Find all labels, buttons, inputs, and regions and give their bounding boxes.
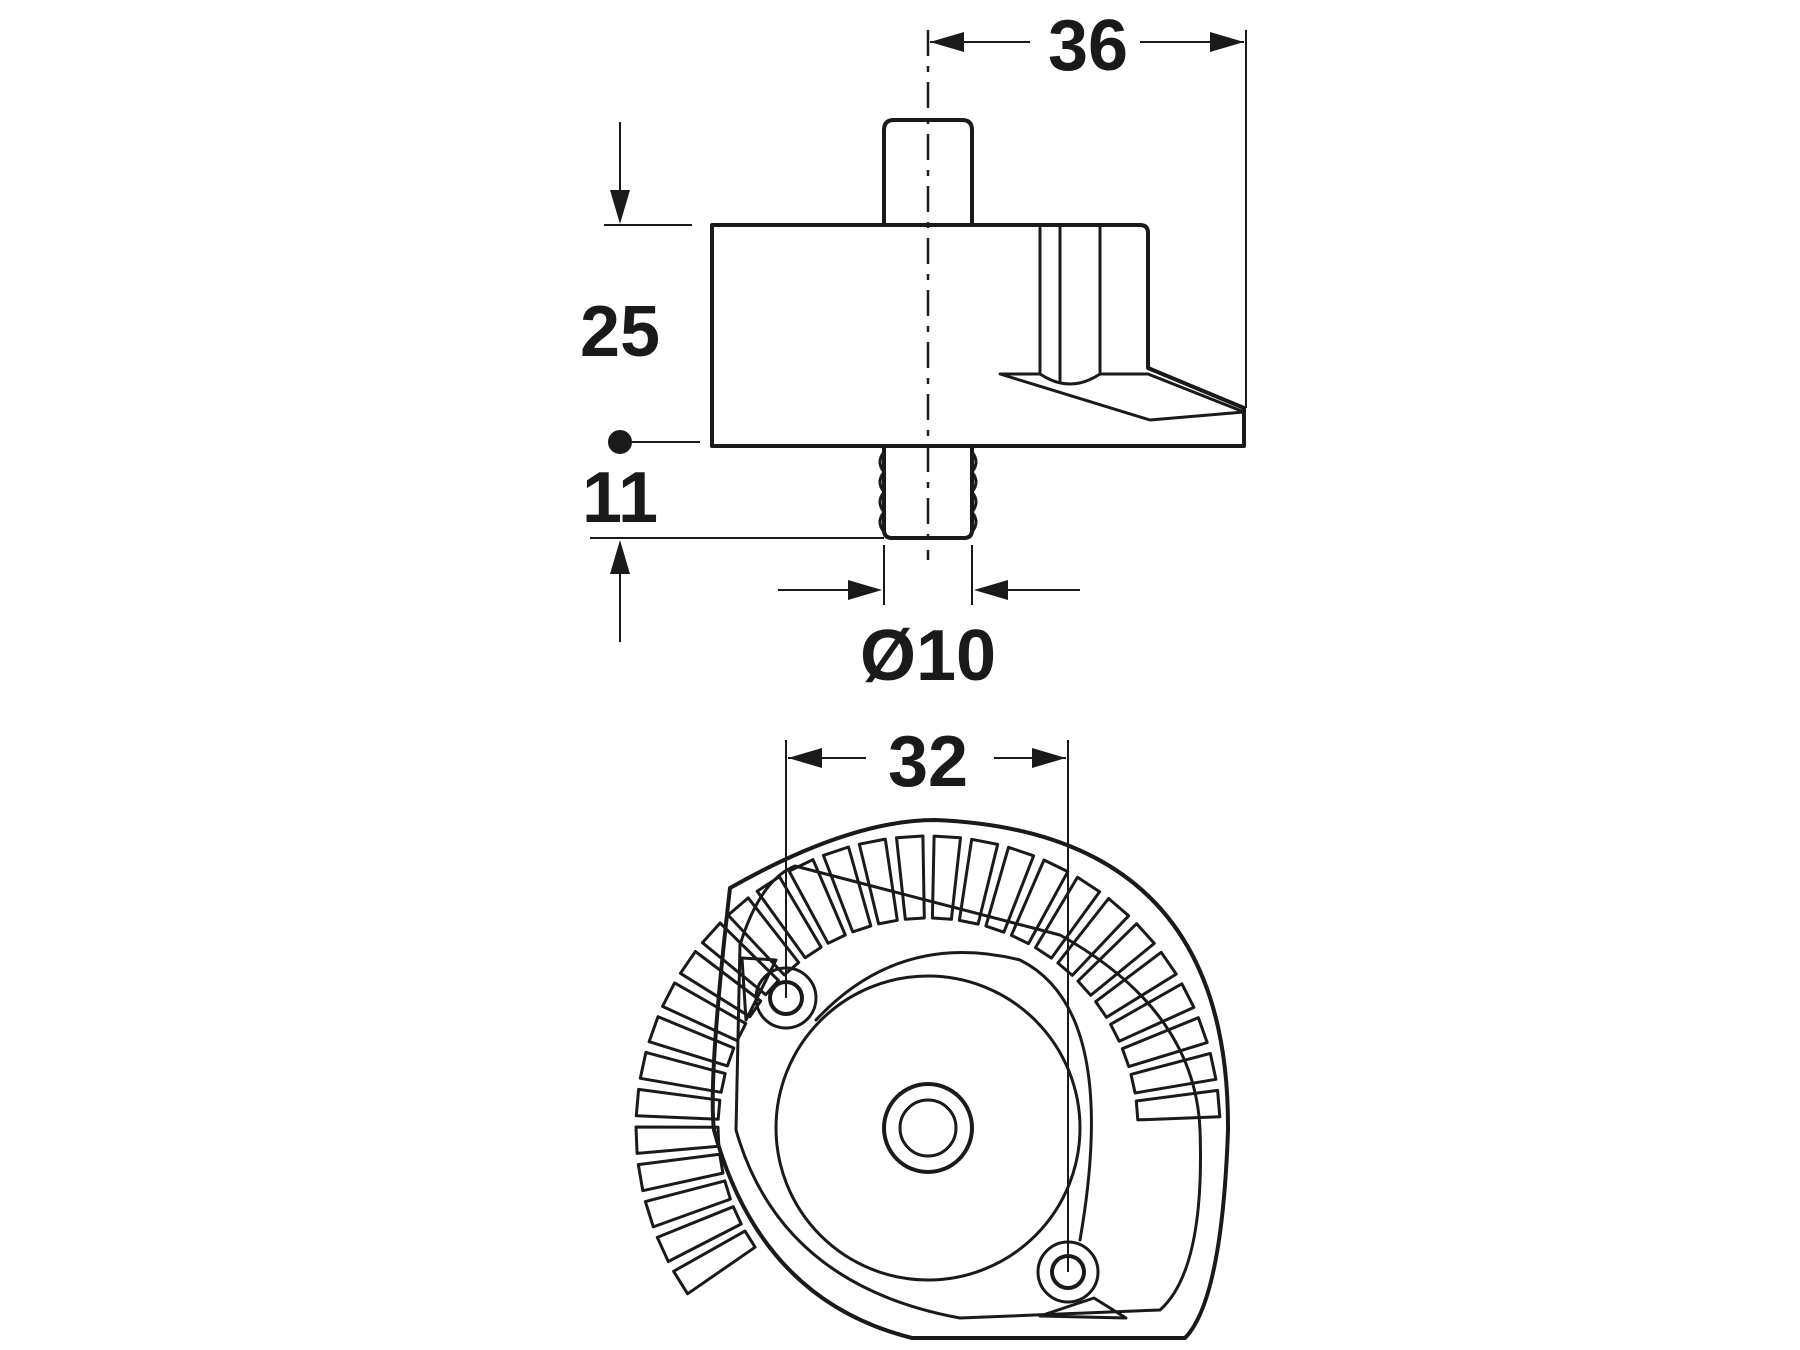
- dim-11-arrow-up: [610, 540, 630, 574]
- rib: [755, 875, 823, 960]
- radial-ribs: [634, 834, 1222, 1296]
- rib: [647, 1015, 736, 1068]
- base-wedge: [998, 372, 1246, 422]
- rib: [1109, 982, 1196, 1043]
- guide-arc: [814, 951, 1093, 1242]
- rib: [638, 1050, 727, 1094]
- rib: [726, 896, 801, 977]
- hub-outer: [882, 1082, 974, 1174]
- notch-bottom: [1038, 1296, 1128, 1320]
- rib: [643, 1179, 732, 1229]
- dim-10-arrow-right: [974, 580, 1008, 600]
- stud-thread-right: [970, 450, 978, 534]
- side-view: 36 25 11 Ø10: [580, 6, 1247, 696]
- outer-contour: [710, 818, 1231, 1340]
- rib: [655, 1205, 743, 1263]
- rib: [1034, 875, 1102, 960]
- rib: [1129, 1051, 1218, 1095]
- dim-32-label: 32: [888, 722, 968, 802]
- dim-25-label: 25: [580, 292, 660, 372]
- rib: [857, 837, 899, 926]
- dim-32-arrow-right: [1032, 748, 1066, 768]
- rib: [930, 834, 962, 921]
- dim-11-label: 11: [582, 458, 658, 538]
- rib: [1094, 950, 1178, 1019]
- rib: [672, 1229, 757, 1296]
- rib: [787, 858, 847, 945]
- dim-10-label: Ø10: [860, 616, 996, 696]
- dim-32-arrow-left: [788, 748, 822, 768]
- rib: [895, 834, 926, 921]
- dim-36-arrow-right: [1210, 32, 1244, 52]
- rib: [661, 981, 748, 1043]
- dim-10-arrow-left: [848, 580, 882, 600]
- rib: [634, 1087, 722, 1121]
- rib: [1120, 1016, 1209, 1069]
- inner-rim: [734, 864, 1202, 1320]
- rib: [957, 837, 1000, 926]
- rib: [636, 1152, 725, 1193]
- rib: [821, 845, 873, 934]
- rib: [984, 845, 1036, 934]
- rib: [1076, 922, 1156, 997]
- dim-36-arrow-left: [930, 32, 964, 52]
- dim-25-arrow-down: [610, 190, 630, 224]
- main-body: [710, 223, 1246, 448]
- hub-inner: [898, 1098, 958, 1158]
- rib: [1134, 1088, 1222, 1122]
- stud-thread-left: [878, 450, 886, 534]
- rib: [634, 1125, 721, 1155]
- top-view: 32: [634, 722, 1231, 1340]
- dim-36-label: 36: [1048, 6, 1128, 86]
- inner-ring-outer: [774, 974, 1082, 1282]
